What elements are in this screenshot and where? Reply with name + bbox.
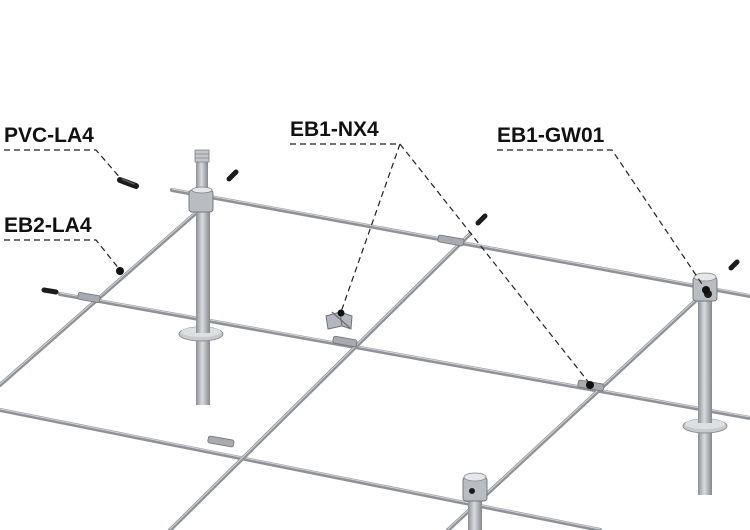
- connector-icon: [437, 234, 465, 247]
- marker-dot: [116, 267, 124, 275]
- post-left: [178, 149, 224, 405]
- cable-right-diagonal: [446, 290, 707, 530]
- cap-icon: [728, 259, 740, 271]
- marker-dot: [586, 381, 594, 389]
- marker-dot: [702, 286, 710, 294]
- leader-lines: [4, 143, 707, 385]
- label-pvc-la4: PVC-LA4: [4, 124, 94, 147]
- connector-icon: [77, 292, 101, 303]
- cap-icon: [226, 169, 239, 182]
- cable-set: [0, 188, 750, 530]
- connector-icon: [332, 335, 358, 348]
- leader-nx4-b: [399, 143, 591, 385]
- leader-gw01: [497, 149, 707, 291]
- connector-icon: [207, 435, 235, 448]
- label-eb1-nx4: EB1-NX4: [290, 118, 379, 141]
- label-eb2-la4: EB2-LA4: [4, 214, 92, 237]
- cross-connectors: [77, 234, 605, 448]
- cable-left-diagonal: [0, 203, 207, 387]
- cap-icon: [41, 287, 59, 295]
- nx4-connector-part-icon: [325, 311, 353, 330]
- post-thread-icon: [194, 149, 210, 163]
- cable-middle-horizontal: [58, 292, 750, 420]
- post-front: [462, 472, 488, 530]
- leader-pvc: [4, 149, 123, 181]
- leader-eb2: [4, 239, 121, 271]
- cap-icon: [475, 213, 488, 226]
- marker-dots: [116, 267, 710, 389]
- label-eb1-gw01: EB1-GW01: [497, 124, 605, 147]
- cable-front-horizontal: [0, 408, 602, 530]
- end-caps: [41, 169, 740, 295]
- pvc-end-cap-icon: [117, 177, 139, 189]
- marker-dot: [337, 309, 345, 317]
- cable-center-diagonal: [168, 232, 472, 530]
